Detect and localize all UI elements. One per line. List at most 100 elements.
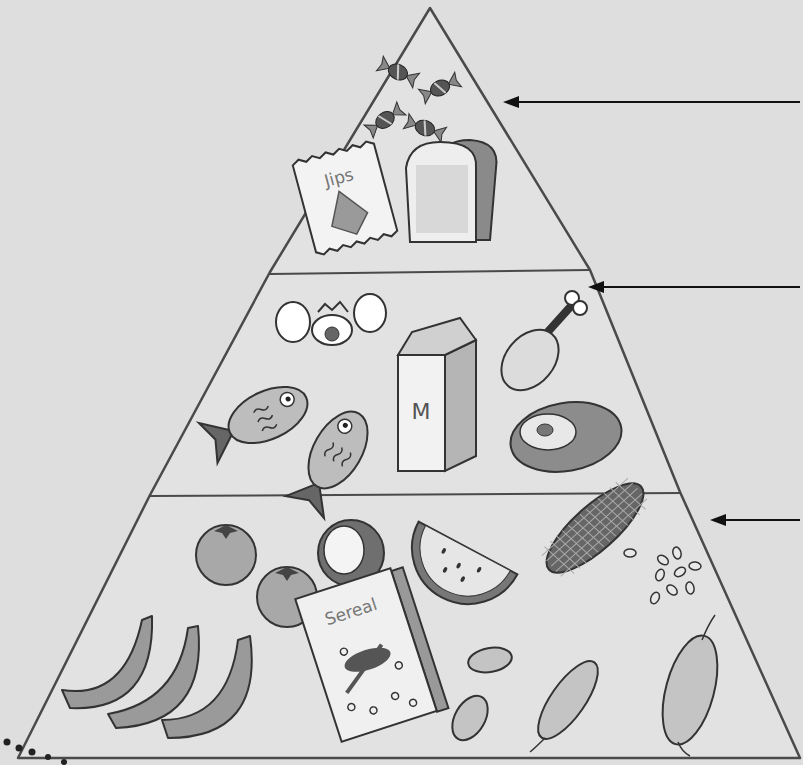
bag-body <box>292 140 399 256</box>
corn-grid <box>556 494 642 572</box>
watermelon-seed <box>460 576 466 583</box>
candy-stripe <box>379 113 392 128</box>
tuber <box>528 653 609 748</box>
bag-chip <box>324 186 373 240</box>
pointer-arrow <box>710 514 800 526</box>
product-label: Sereal <box>323 596 379 629</box>
steak-bone <box>537 424 553 436</box>
corn-grid <box>551 488 637 566</box>
bean <box>673 565 687 578</box>
pyramid-outline <box>18 8 800 758</box>
chip-bag <box>292 140 399 256</box>
tomato <box>196 525 256 585</box>
product-label: M <box>412 401 431 423</box>
candy-body <box>373 108 398 132</box>
steak-inner <box>520 414 576 450</box>
carton-top <box>398 318 476 355</box>
corn-cob <box>534 470 656 586</box>
watermelon-seed <box>476 566 482 573</box>
banana <box>108 626 199 728</box>
egg-yolk <box>325 327 339 341</box>
arrow-head <box>710 514 726 526</box>
arrow-head <box>588 281 604 293</box>
watermelon-seed <box>442 566 448 573</box>
tuber <box>445 690 495 747</box>
tuber-root <box>702 615 715 640</box>
bean <box>665 583 679 597</box>
cereal-bit <box>409 698 418 707</box>
cereal-bit <box>391 692 400 701</box>
banana <box>62 616 152 708</box>
fish-eye <box>335 417 354 436</box>
tomato-calyx <box>214 525 238 539</box>
candy <box>403 114 446 143</box>
dot <box>16 745 23 752</box>
bean <box>672 546 683 560</box>
coconut-flesh <box>324 526 364 574</box>
pointer-arrow <box>588 281 800 293</box>
candy-stripe <box>434 80 445 95</box>
fish-scales <box>323 442 352 468</box>
arrow-shaft <box>598 286 800 288</box>
bread-slice <box>406 142 476 242</box>
product-label: Jips <box>323 166 356 190</box>
cereal-bit <box>369 706 378 715</box>
candy-body <box>428 77 452 99</box>
tuber <box>466 644 513 675</box>
bean <box>649 591 661 605</box>
fish-body <box>220 375 316 454</box>
bean <box>654 568 666 582</box>
dot <box>61 759 67 765</box>
cereal-spoon <box>336 645 392 693</box>
tuber-root <box>678 742 690 756</box>
tuber-root <box>530 738 545 752</box>
band-divider <box>270 270 589 274</box>
candy <box>364 102 406 138</box>
candy-body <box>386 61 410 83</box>
arrow-shaft <box>513 101 800 103</box>
cereal-box <box>295 565 448 743</box>
corn-grid <box>547 483 633 561</box>
fish-pupil <box>285 396 292 403</box>
fish-pupil <box>342 422 349 429</box>
arrow-head <box>503 96 519 108</box>
cereal-bowl <box>342 643 394 677</box>
watermelon-seed <box>456 562 462 569</box>
bean <box>624 549 636 557</box>
bean <box>689 561 702 570</box>
corn-grid <box>542 478 628 556</box>
fish-body <box>296 402 380 499</box>
candy <box>376 56 419 87</box>
carton-side <box>445 340 476 471</box>
bone-knob <box>573 301 587 315</box>
watermelon-seed <box>441 547 447 554</box>
corn-grid <box>561 499 647 577</box>
fish <box>284 402 380 520</box>
bean <box>656 553 670 567</box>
cereal-bit <box>394 661 403 670</box>
egg <box>276 302 310 342</box>
banana <box>162 636 252 738</box>
steak <box>505 394 627 480</box>
cracked-egg <box>312 315 352 345</box>
bean <box>685 581 695 594</box>
fish-scales <box>253 404 278 433</box>
cereal-bit <box>339 647 348 656</box>
candy <box>418 72 461 103</box>
tuber <box>652 630 727 751</box>
tomato-calyx <box>275 567 299 581</box>
cereal-bit <box>347 703 356 712</box>
dot <box>29 749 36 756</box>
arrow-shaft <box>720 519 800 521</box>
candy-stripe <box>392 64 403 79</box>
fish-eye <box>278 390 297 409</box>
bread-texture <box>416 165 468 233</box>
pointer-arrow <box>503 96 800 108</box>
egg-shell <box>318 302 348 312</box>
egg <box>354 294 386 332</box>
fish <box>198 375 316 464</box>
watermelon-flesh <box>403 525 510 612</box>
